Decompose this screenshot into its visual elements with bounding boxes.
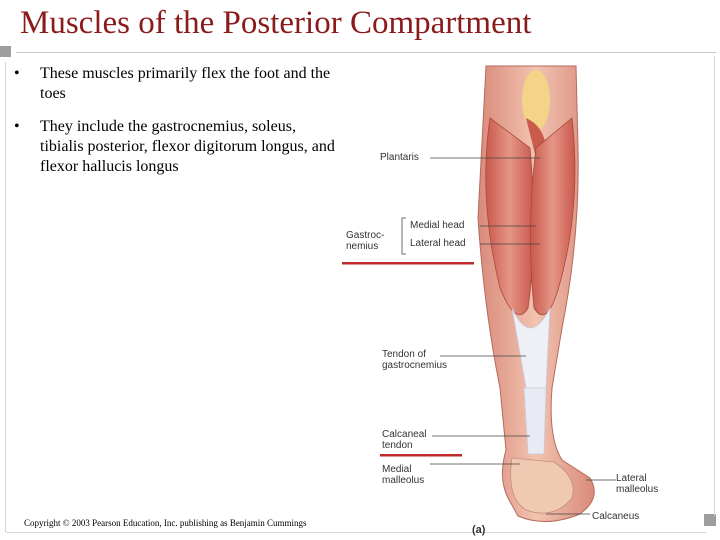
gastrocnemius-lateral-head xyxy=(530,117,576,316)
bullet-item-1: • These muscles primarily flex the foot … xyxy=(12,64,342,104)
corner-square-top-left xyxy=(0,46,11,57)
slide-title: Muscles of the Posterior Compartment xyxy=(20,5,532,41)
panel-label: (a) xyxy=(472,524,486,536)
label-calcaneus: Calcaneus xyxy=(592,511,640,522)
calcaneal-tendon xyxy=(523,387,547,455)
bracket-gastrocnemius xyxy=(401,217,406,255)
label-medial-malleolus: Medial malleolus xyxy=(382,464,425,486)
title-divider xyxy=(16,52,716,53)
highlight-gastrocnemius xyxy=(342,262,474,265)
label-plantaris: Plantaris xyxy=(380,152,419,163)
bullet-marker: • xyxy=(14,65,20,82)
bullet-text-1: These muscles primarily flex the foot an… xyxy=(40,65,331,102)
bullet-item-2: • They include the gastrocnemius, soleus… xyxy=(12,117,342,177)
bottom-border-line xyxy=(6,532,706,533)
heel xyxy=(510,457,574,514)
leg-drawing xyxy=(342,65,616,523)
highlight-calcaneal-tendon xyxy=(380,454,462,457)
label-lateral-head: Lateral head xyxy=(410,238,466,249)
label-calcaneal-tendon: Calcaneal tendon xyxy=(382,429,427,451)
left-border-line xyxy=(5,62,6,532)
bullet-text-2: They include the gastrocnemius, soleus, … xyxy=(40,118,335,175)
bullet-marker: • xyxy=(14,118,20,135)
bullet-list: • These muscles primarily flex the foot … xyxy=(12,64,342,190)
right-border-line xyxy=(714,56,715,516)
leg-muscle-illustration: Plantaris Gastroc- nemius Medial head La… xyxy=(340,58,712,540)
label-tendon-of-gastrocnemius: Tendon of gastrocnemius xyxy=(382,349,448,371)
corner-square-bottom-right xyxy=(704,514,716,526)
label-lateral-malleolus: Lateral malleolus xyxy=(616,473,659,495)
copyright-notice: Copyright © 2003 Pearson Education, Inc.… xyxy=(24,518,307,528)
label-gastrocnemius: Gastroc- nemius xyxy=(346,230,385,252)
label-medial-head: Medial head xyxy=(410,220,465,231)
knee-fat-pad xyxy=(522,70,550,130)
